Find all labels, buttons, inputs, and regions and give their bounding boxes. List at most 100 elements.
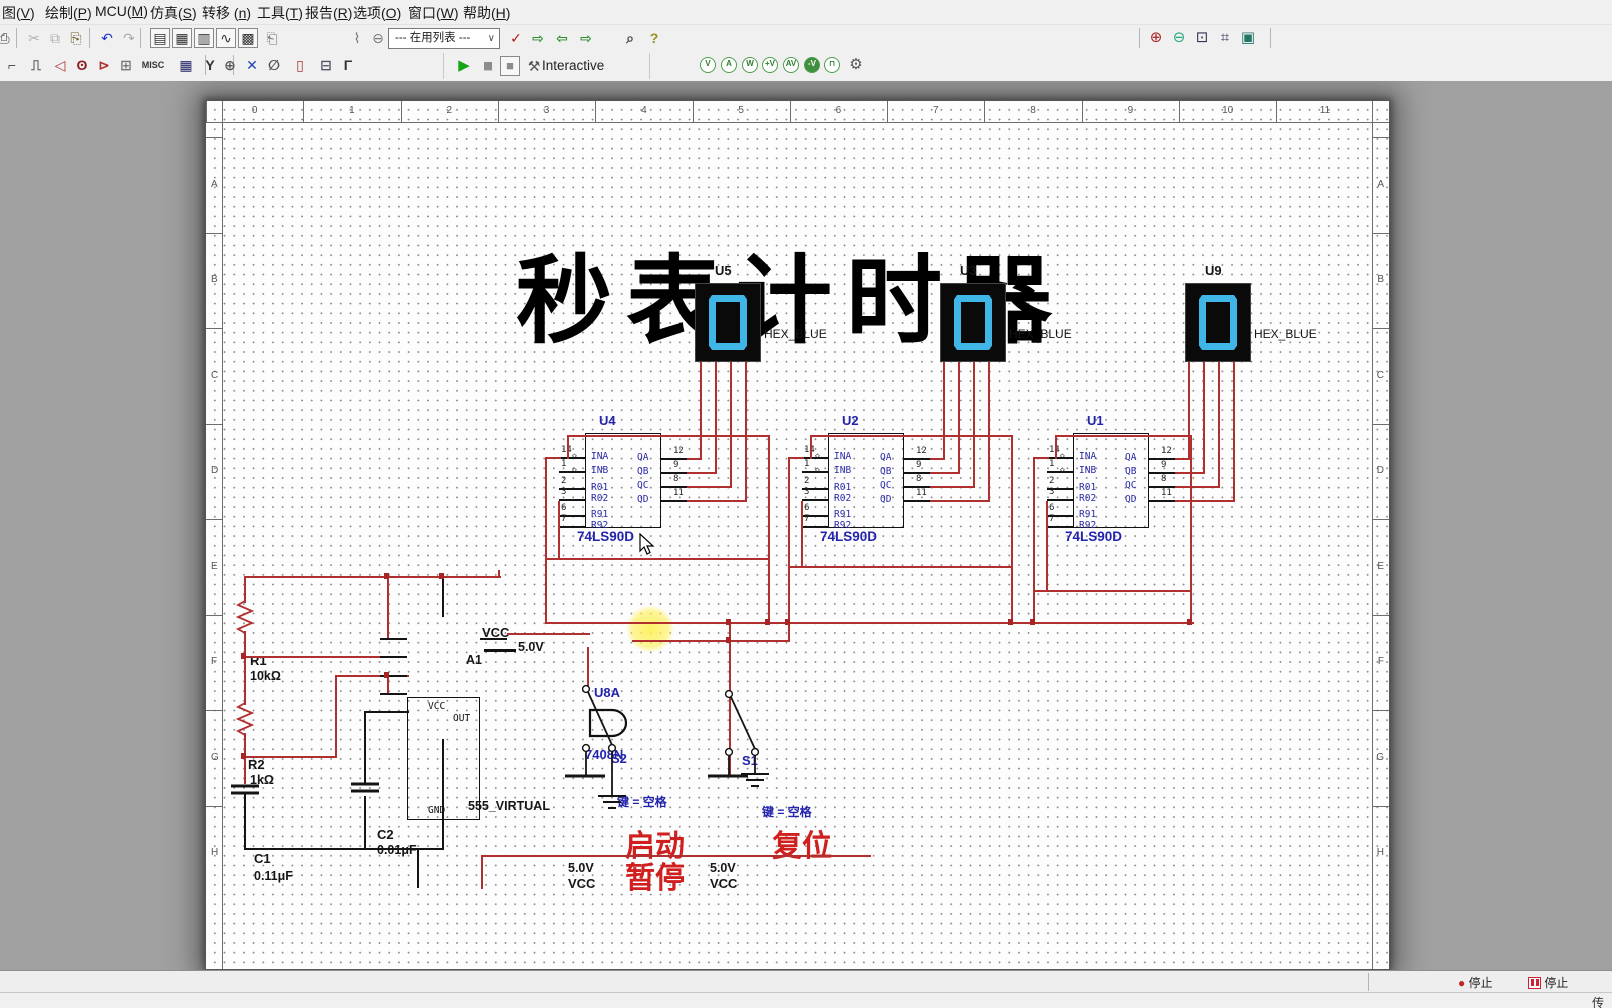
probe-settings-icon[interactable]: ⚙ <box>849 56 863 73</box>
ttl-icon[interactable]: ⊞ <box>120 57 132 73</box>
electromech-icon[interactable]: ⊕ <box>224 57 236 73</box>
counter-chip-U2[interactable] <box>828 433 904 528</box>
ruler-tick <box>206 519 222 520</box>
menu-item-MCUM[interactable]: MCU(M) <box>95 3 148 19</box>
help-icon[interactable]: ? <box>649 30 659 46</box>
forward-annotate-icon[interactable]: ⇨ <box>580 30 592 46</box>
zoom-out-icon[interactable]: ⊖ <box>1172 29 1186 46</box>
zoom-fullscreen-icon[interactable]: ▣ <box>1240 29 1256 46</box>
counter-chip-U4[interactable] <box>585 433 661 528</box>
wire <box>1218 362 1220 486</box>
wire <box>801 501 803 566</box>
zoom-in-icon[interactable]: ⊕ <box>1149 29 1163 46</box>
paste-icon[interactable]: ⎘ <box>70 30 82 46</box>
grapher-icon[interactable]: ∿ <box>216 28 236 48</box>
rf-icon[interactable]: Y <box>205 57 215 73</box>
ruler-tick <box>1276 101 1278 122</box>
pin-label: R02 <box>1079 493 1097 504</box>
cursor-highlight <box>626 606 674 652</box>
wire <box>904 486 930 488</box>
pin-number: 12 <box>916 446 927 456</box>
wire <box>559 488 585 490</box>
interactive-mode-label[interactable]: Interactive <box>542 58 605 73</box>
hierarchy-icon[interactable]: ⎗ <box>266 30 278 46</box>
pin-label: QA <box>637 452 649 463</box>
print-preview-icon[interactable]: ⎙ <box>0 30 10 46</box>
pause-simulation-button[interactable]: ▮▮ <box>482 60 493 72</box>
stop-simulation-button[interactable]: ■ <box>500 56 520 76</box>
menu-item-报告R[interactable]: 报告(R) <box>305 5 353 21</box>
clock-mark-icon: ◇ <box>815 451 820 460</box>
toolbar-separator <box>89 28 90 48</box>
wire <box>380 675 407 677</box>
menu-item-仿真S[interactable]: 仿真(S) <box>150 5 197 21</box>
ni-components-icon[interactable]: ✕ <box>246 57 258 73</box>
connector-icon[interactable]: ∅ <box>268 57 280 73</box>
ruler-tick <box>400 101 402 122</box>
find-example-icon[interactable]: ⌕ <box>626 30 634 46</box>
in-use-list-dropdown[interactable]: --- 在用列表 --- ∨ <box>388 28 500 49</box>
pin-number: 1 <box>561 459 567 469</box>
export-forward-icon[interactable]: ⇨ <box>532 30 544 46</box>
menu-item-图V[interactable]: 图(V) <box>2 5 35 21</box>
cut-icon[interactable]: ✂ <box>28 30 40 46</box>
diff-voltage-probe-icon[interactable]: +V <box>762 57 778 73</box>
voltage-probe-icon[interactable]: V <box>700 57 716 73</box>
and-gate-body[interactable] <box>588 708 634 738</box>
erc-check-icon[interactable]: ✓ <box>510 30 522 46</box>
bus-icon[interactable]: Γ <box>343 57 353 73</box>
wire <box>244 756 337 758</box>
ref-voltage-probe-icon[interactable]: -V <box>804 57 820 73</box>
menu-item-工具T[interactable]: 工具(T) <box>257 5 303 21</box>
peripherals-icon[interactable]: ▦ <box>179 57 193 73</box>
ruler-top-line <box>206 122 1389 123</box>
basic-icon[interactable]: ⎍ <box>31 57 41 73</box>
wire <box>802 499 828 501</box>
hierarchical-block-icon[interactable]: ⊟ <box>320 57 332 73</box>
copy-icon[interactable]: ⧉ <box>50 30 60 46</box>
menu-item-窗口W[interactable]: 窗口(W) <box>408 5 459 21</box>
ruler-number: 10 <box>1222 105 1234 116</box>
menu-item-转移 n[interactable]: 转移 (n) <box>202 5 252 21</box>
seven-seg-display-U3[interactable] <box>940 283 1006 362</box>
pin-label: INA <box>591 451 609 462</box>
pin-number: 12 <box>1161 446 1172 456</box>
net-icon[interactable]: ⊖ <box>372 30 384 46</box>
source-icon[interactable]: ⌐ <box>7 57 17 73</box>
analog-icon[interactable]: ⊳ <box>98 57 110 73</box>
design-toolbox-icon[interactable]: ▤ <box>150 28 170 48</box>
seven-seg-display-U9[interactable] <box>1185 283 1251 362</box>
diode-icon[interactable]: ◁ <box>54 57 66 73</box>
menu-item-绘制P[interactable]: 绘制(P) <box>45 5 92 21</box>
zoom-area-icon[interactable]: ⊡ <box>1195 29 1209 46</box>
spice-netlist-icon[interactable]: ▥ <box>194 28 214 48</box>
zoom-fit-icon[interactable]: ⌗ <box>1220 29 1230 46</box>
ruler-letter-left: A <box>211 178 218 190</box>
run-simulation-button[interactable]: ▶ <box>458 57 470 74</box>
mcu-icon[interactable]: ▯ <box>296 57 304 73</box>
digital-probe-icon[interactable]: ⊓ <box>824 57 840 73</box>
voltage-current-probe-icon[interactable]: AV <box>783 57 799 73</box>
power-probe-icon[interactable]: W <box>742 57 758 73</box>
wire <box>559 471 585 473</box>
current-probe-icon[interactable]: A <box>721 57 737 73</box>
redo-icon[interactable]: ↷ <box>123 30 135 46</box>
wire <box>1047 457 1073 459</box>
spreadsheet-view-icon[interactable]: ▦ <box>172 28 192 48</box>
toolbar-separator <box>16 28 17 48</box>
menu-item-选项O[interactable]: 选项(O) <box>353 5 402 21</box>
counter-chip-U1[interactable] <box>1073 433 1149 528</box>
misc-digital-icon[interactable]: MISC <box>141 60 165 70</box>
menu-item-帮助H[interactable]: 帮助(H) <box>463 5 511 21</box>
undo-icon[interactable]: ↶ <box>101 30 113 46</box>
pin-label: R01 <box>591 482 609 493</box>
postprocessor-icon[interactable]: ▩ <box>238 28 258 48</box>
transistor-icon[interactable]: ʘ <box>76 57 88 73</box>
status-separator <box>1368 973 1369 991</box>
ruler-number: 2 <box>446 105 453 116</box>
back-annotate-icon[interactable]: ⇦ <box>556 30 568 46</box>
wire-label-icon[interactable]: ⌇ <box>353 30 361 46</box>
seven-seg-display-U5[interactable] <box>695 283 761 362</box>
